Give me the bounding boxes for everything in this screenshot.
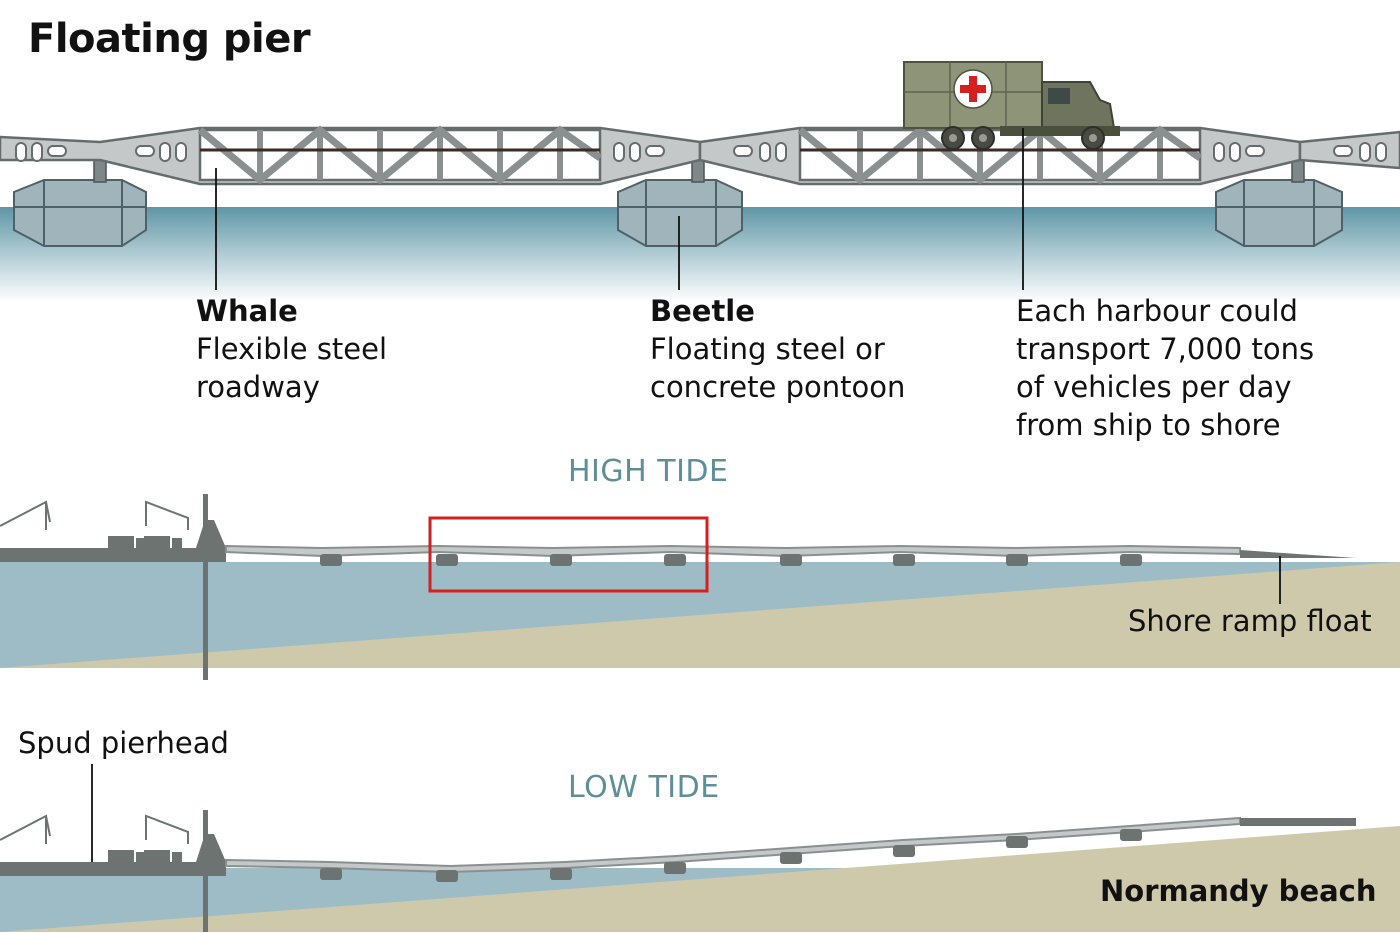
beetle-name: Beetle: [650, 294, 755, 328]
beetle-pontoon-center: [617, 179, 743, 247]
whale-desc-line1: Flexible steel: [196, 332, 388, 366]
leader-lines: [215, 128, 1024, 290]
shore-ramp-label: Shore ramp float: [1128, 604, 1372, 638]
spud-pierhead-label: Spud pierhead: [18, 726, 229, 760]
capacity-line3: of vehicles per day: [1016, 370, 1292, 404]
low-tide-shore-ramp: [1240, 818, 1356, 826]
capacity-line1: Each harbour could: [1016, 294, 1298, 328]
high-tide-label: HIGH TIDE: [568, 454, 729, 489]
beetle-desc-line1: Floating steel or: [650, 332, 885, 366]
whale-name: Whale: [196, 294, 298, 328]
beetle-label: Beetle Floating steel or concrete pontoo…: [650, 292, 905, 406]
capacity-line2: transport 7,000 tons: [1016, 332, 1315, 366]
beetle-pontoon-left: [13, 179, 147, 247]
truss-members: [197, 125, 1203, 185]
whale-label: Whale Flexible steel roadway: [196, 292, 387, 406]
crane-icon: [0, 500, 189, 530]
low-tide-label: LOW TIDE: [568, 770, 720, 805]
whale-desc-line2: roadway: [196, 370, 320, 404]
low-tide-beach: [0, 826, 1400, 932]
beetle-desc-line2: concrete pontoon: [650, 370, 906, 404]
ambulance-truck-icon: [903, 61, 1120, 150]
beetle-pontoon-right: [1215, 179, 1343, 247]
capacity-line4: from ship to shore: [1016, 408, 1281, 442]
lightening-holes: [15, 142, 1387, 162]
capacity-note: Each harbour could transport 7,000 tons …: [1016, 292, 1314, 444]
page-title: Floating pier: [28, 16, 311, 62]
detail-callout-box: [428, 516, 709, 593]
low-tide-section: [0, 764, 1400, 932]
high-tide-section: [0, 494, 1400, 680]
shore-ramp-float: [1240, 550, 1356, 558]
crane-icon: [0, 814, 189, 844]
beach-label: Normandy beach: [1100, 874, 1377, 908]
high-tide-beach: [0, 562, 1400, 668]
